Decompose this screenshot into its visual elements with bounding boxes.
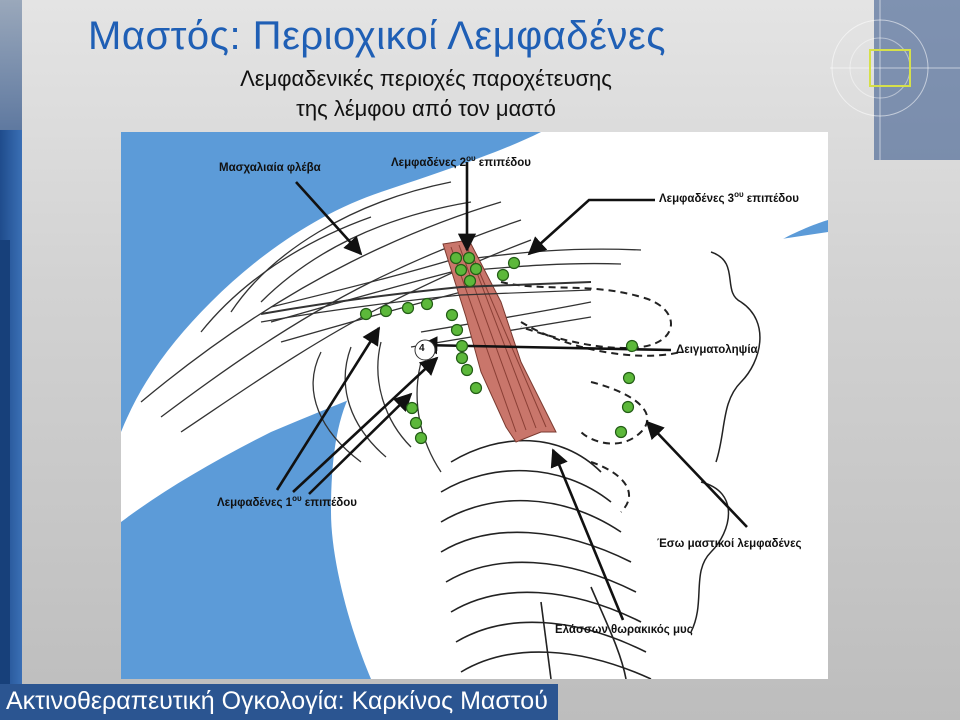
arrow-pectoralis-minor bbox=[550, 448, 625, 621]
footer-bar: Ακτινοθεραπευτική Ογκολογία: Καρκίνος Μα… bbox=[0, 684, 558, 720]
label-level3: Λεμφαδένες 3ου επιπέδου bbox=[659, 190, 799, 205]
label-axillary-vein: Μασχαλιαία φλέβα bbox=[219, 162, 321, 174]
slide-subtitle-line1: Λεμφαδενικές περιοχές παροχέτευσης bbox=[240, 66, 612, 91]
decor-band-left-dark bbox=[0, 240, 10, 720]
arrow-level1-a bbox=[275, 326, 381, 491]
arrow-level1-b bbox=[292, 356, 439, 493]
marker-4-label: 4 bbox=[419, 343, 425, 354]
pointer-arrows bbox=[275, 162, 748, 621]
arrow-internal-mammary bbox=[645, 420, 748, 528]
arrow-level1-c bbox=[308, 392, 413, 495]
decor-band-top bbox=[0, 0, 22, 130]
lymph-node-diagram: Μασχαλιαία φλέβα Λεμφαδένες 2ου επιπέδου… bbox=[121, 132, 828, 679]
marker-4-circle bbox=[414, 339, 436, 361]
label-level2: Λεμφαδένες 2ου επιπέδου bbox=[391, 154, 531, 169]
crosshair-decoration bbox=[830, 0, 960, 160]
lymph-nodes bbox=[359, 251, 639, 445]
axillary-vein bbox=[260, 281, 592, 315]
ribs bbox=[440, 439, 652, 679]
lymph-region-dashed bbox=[500, 281, 682, 513]
arrow-axillary-vein bbox=[295, 181, 363, 256]
slide-subtitle-line2: της λέμφου από τον μαστό bbox=[296, 96, 556, 121]
anatomy-drawing bbox=[121, 132, 828, 679]
slide-title: Μαστός: Περιοχικοί Λεμφαδένες bbox=[88, 14, 667, 58]
arrow-level3 bbox=[527, 198, 655, 256]
label-pectoralis-minor: Ελάσσων θωρακικός μυς bbox=[555, 624, 693, 636]
label-level1: Λεμφαδένες 1ου επιπέδου bbox=[217, 494, 357, 509]
pectoralis-minor-muscle bbox=[442, 239, 557, 443]
breast-outline bbox=[710, 251, 761, 463]
label-biopsy: Δειγματοληψία bbox=[676, 344, 758, 356]
label-internal-mammary: Έσω μαστικοί λεμφαδένες bbox=[657, 538, 802, 550]
